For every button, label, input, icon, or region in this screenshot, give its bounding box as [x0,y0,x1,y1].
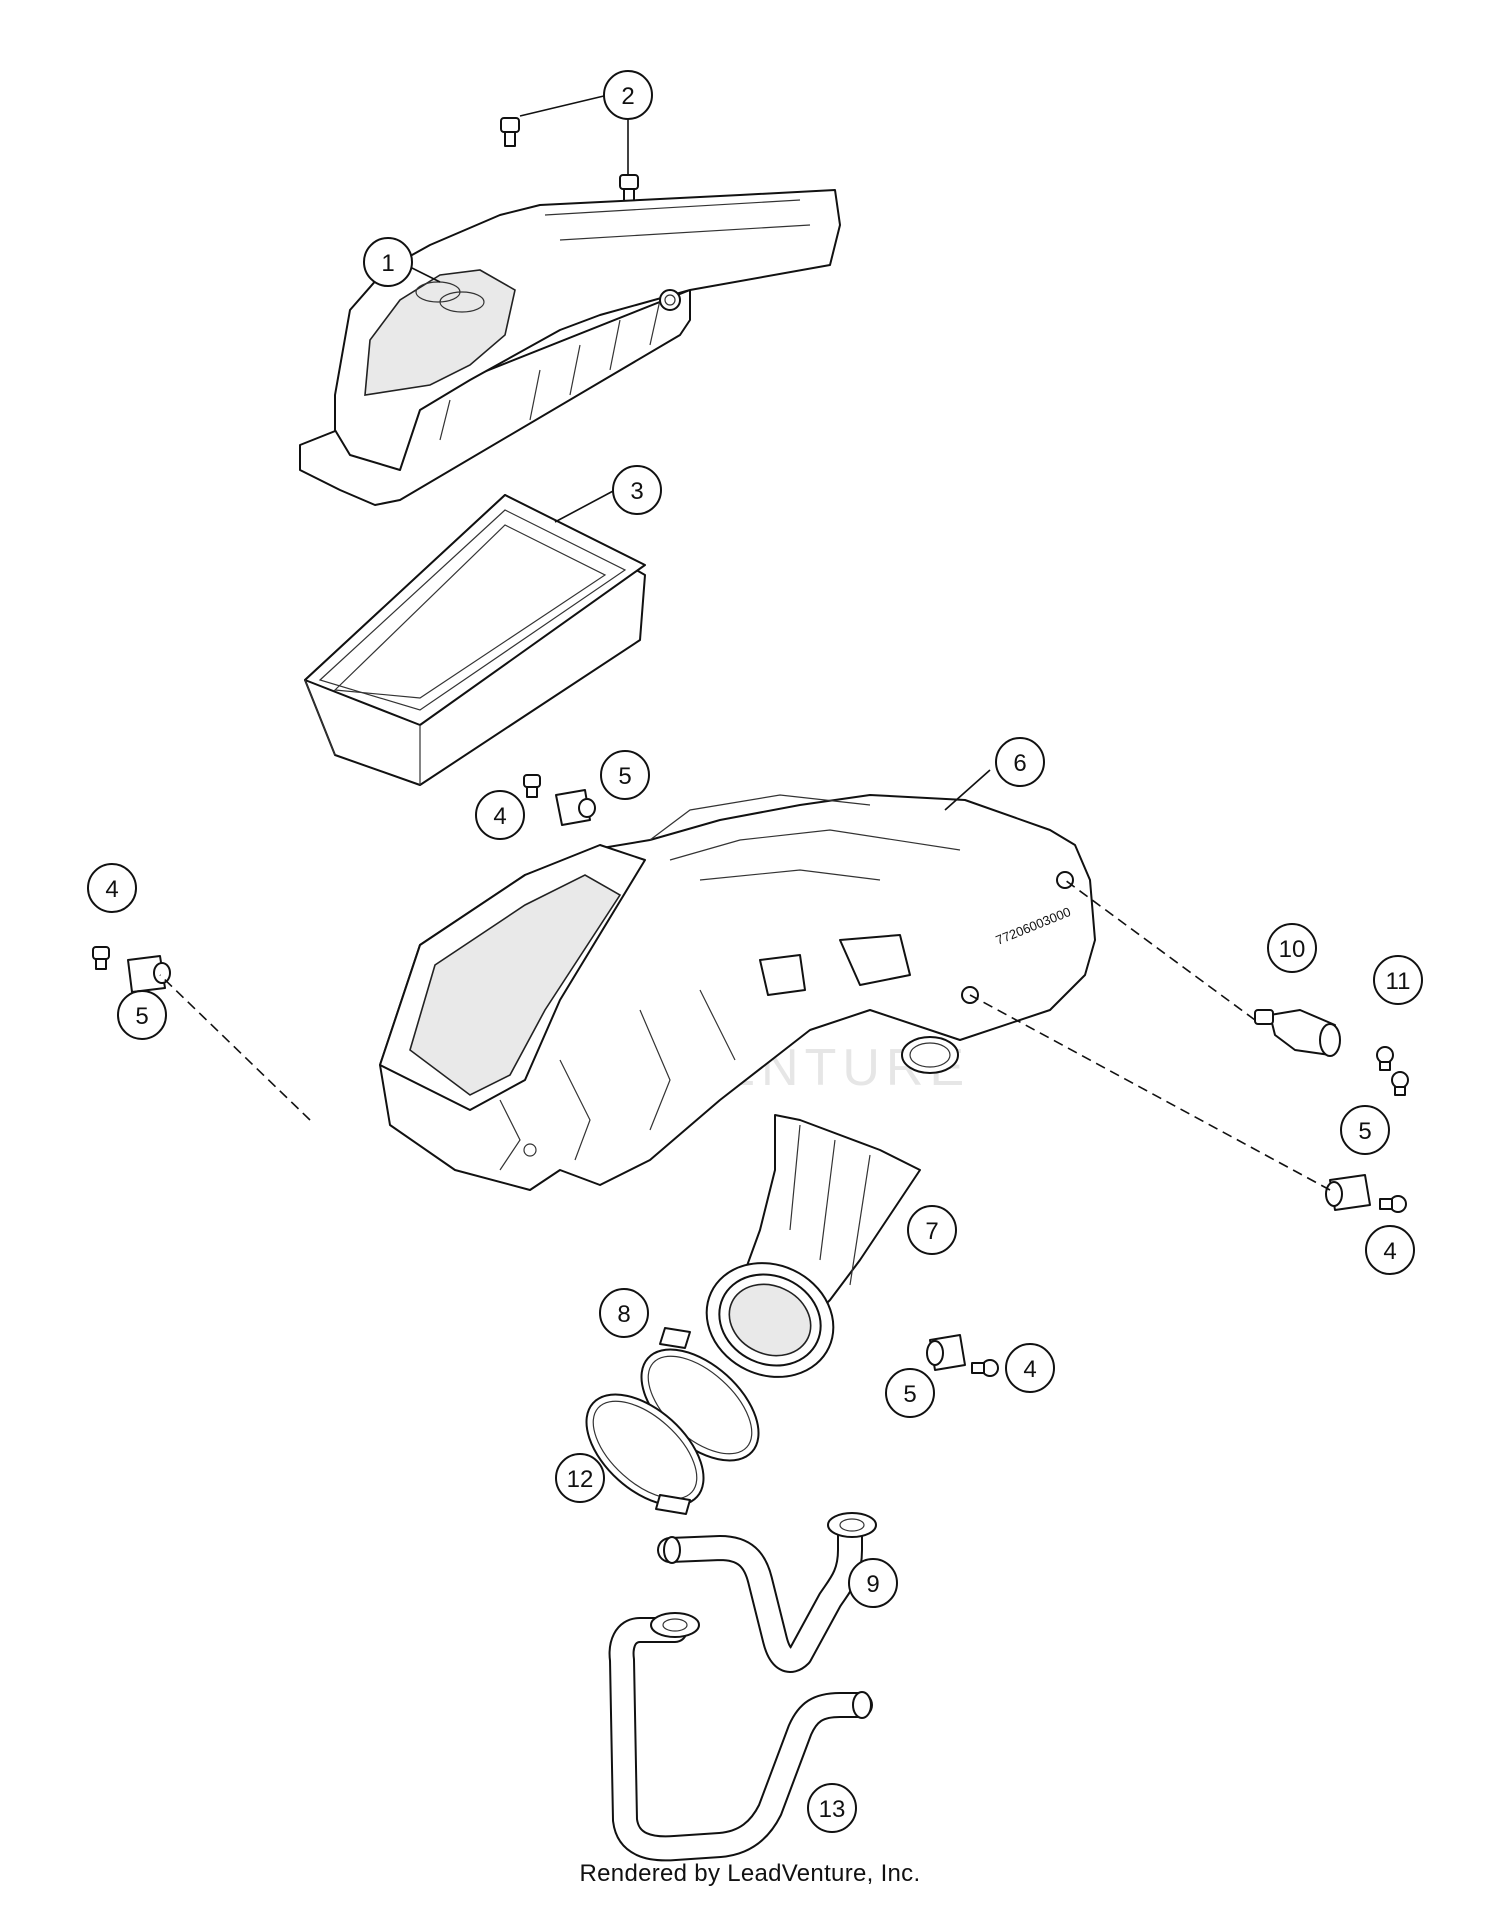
callout-5: 5 [1340,1105,1390,1155]
svg-text:5: 5 [135,1003,148,1030]
screw-part-11a [1376,1046,1394,1071]
callout-4: 4 [1005,1343,1055,1393]
callout-10: 10 [1267,923,1317,973]
svg-text:11: 11 [1386,968,1411,995]
screw-part-2b [619,174,639,204]
callout-11: 11 [1373,955,1423,1005]
sensor-part-10 [1254,1009,1341,1057]
footer-credit: Rendered by LeadVenture, Inc. [579,1860,921,1887]
grommet-part-5d [926,1334,966,1371]
svg-text:12: 12 [567,1466,594,1493]
screw-part-4a [523,774,541,798]
svg-text:5: 5 [903,1381,916,1408]
svg-text:6: 6 [1013,750,1026,777]
callout-2: 2 [603,70,653,120]
callout-4: 4 [1365,1225,1415,1275]
callout-8: 8 [599,1288,649,1338]
svg-text:4: 4 [493,803,506,830]
svg-text:7: 7 [925,1218,938,1245]
callout-5: 5 [600,750,650,800]
callout-12: 12 [555,1453,605,1503]
screw-part-4b [92,946,110,970]
hose-part-9 [657,1512,877,1673]
svg-text:4: 4 [105,876,118,903]
svg-text:5: 5 [618,763,631,790]
screw-part-4c [1379,1195,1407,1213]
svg-text:1: 1 [381,250,394,277]
leader-lines [159,94,1331,1191]
intake-boot-part-7 [705,1114,921,1378]
airbox-cover-part-1 [299,189,841,506]
svg-text:13: 13 [819,1796,846,1823]
screw-part-11b [1391,1071,1409,1096]
grommet-part-5b [127,955,171,993]
screw-part-2a [500,117,520,147]
clamp-part-12 [585,1393,705,1515]
callout-5: 5 [117,990,167,1040]
svg-text:5: 5 [1358,1118,1371,1145]
callout-7: 7 [907,1205,957,1255]
callout-13: 13 [807,1783,857,1833]
air-filter-part-3 [304,494,646,786]
svg-text:10: 10 [1279,936,1306,963]
svg-text:4: 4 [1383,1238,1396,1265]
callout-1: 1 [363,237,413,287]
callout-5: 5 [885,1368,935,1418]
screw-part-4d [971,1359,999,1377]
svg-text:2: 2 [621,83,634,110]
svg-text:4: 4 [1023,1356,1036,1383]
grommet-part-5a [555,789,596,826]
callout-9: 9 [848,1558,898,1608]
grommet-part-5c [1325,1174,1371,1211]
airbox-part-6: 77206003000 [379,794,1096,1191]
hose-part-13 [608,1612,873,1862]
callout-6: 6 [995,737,1045,787]
svg-text:9: 9 [866,1571,879,1598]
callout-3: 3 [612,465,662,515]
callout-4: 4 [475,790,525,840]
callout-4: 4 [87,863,137,913]
svg-text:8: 8 [617,1301,630,1328]
svg-text:3: 3 [630,478,643,505]
